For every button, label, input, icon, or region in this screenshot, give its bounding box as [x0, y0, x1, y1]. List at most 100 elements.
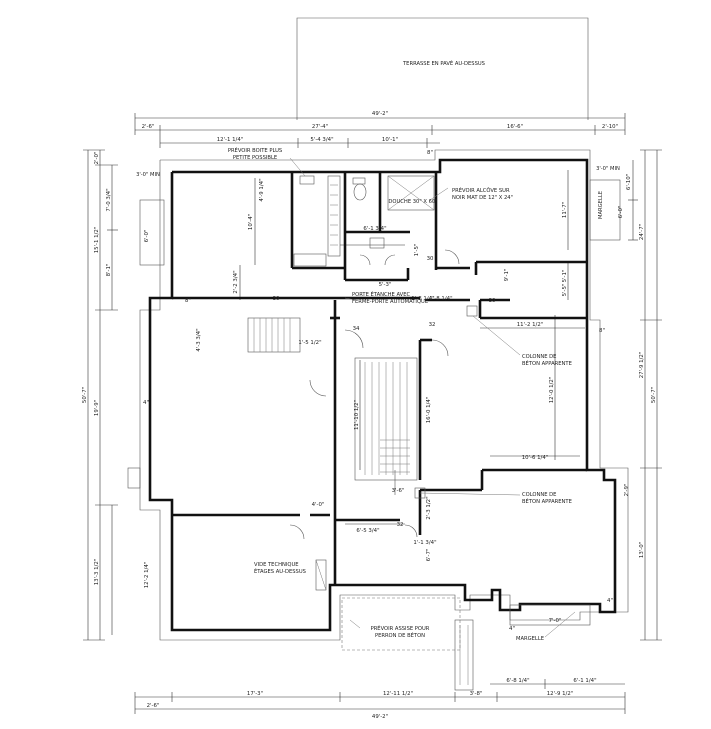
dim-top-c: 16'-6"	[507, 124, 523, 130]
dim-in-y: 1'-5"	[414, 244, 420, 257]
terrace-outline	[296, 17, 589, 120]
stairs-main	[354, 357, 418, 495]
dim-left-total: 50'-7"	[82, 387, 88, 403]
dim-in-n: 3'-6"	[392, 488, 405, 494]
dim-in-g: 5'-1"	[562, 270, 568, 283]
dim-in-p: 1'-5 1/2"	[298, 340, 321, 346]
dim-32a: 32	[429, 322, 436, 328]
well-bottom-label: MARGELLE	[516, 636, 544, 642]
dim-bot-a: 2'-6"	[147, 703, 160, 709]
dim-8b: 8"	[599, 328, 605, 334]
base-note-1: PRÉVOIR ASSISE POUR	[371, 624, 430, 632]
alcove-note-1: PRÉVOIR ALCÔVE SUR	[452, 186, 510, 194]
box-note-2: PETITE POSSIBLE	[233, 155, 277, 161]
dim-left-a: 2'-0"	[94, 152, 100, 165]
dim-in-m: 16'-0 1/4"	[426, 397, 432, 424]
dim-left-d: 13'-3 1/2"	[94, 559, 100, 586]
dimension-lines	[83, 113, 662, 714]
dim-in-e: 5'-3"	[379, 282, 392, 288]
box-note-1: PRÉVOIR BOITE PLUS	[228, 146, 282, 154]
dimension-texts: 49'-2" 2'-6" 27'-4" 16'-6" 2'-10" 12'-1 …	[82, 111, 657, 720]
dim-4c: 4"	[509, 626, 515, 632]
dim-in-d: 6'-1 3/4"	[363, 226, 386, 232]
dim-in-q: 4'-0"	[312, 502, 325, 508]
dim-in-h: 5'-5"	[562, 284, 568, 297]
terrace-label: TERRASSE EN PAVÉ AU-DESSUS	[402, 59, 485, 67]
shower-label: DOUCHE 30" X 60"	[388, 199, 437, 205]
dim-in-r: 6'-5 3/4"	[356, 528, 379, 534]
dim-right-e: 13'-0"	[639, 542, 645, 558]
stairs-secondary	[247, 317, 301, 353]
dim-34: 34	[353, 326, 360, 332]
dim-left-b: 15'-1 1/2"	[94, 227, 100, 254]
dim-in-c: 2'-2 3/4"	[233, 270, 239, 293]
dim-bot-e: 12'-9 1/2"	[547, 691, 574, 697]
dim-left-h: 12'-2 1/4"	[144, 562, 150, 589]
dim-in-t: 1'-1 3/4"	[413, 540, 436, 546]
dim-4a: 4"	[143, 400, 149, 406]
well-right-label: MARGELLE	[598, 191, 604, 219]
alcove-note-2: NOIR MAT DE 12" X 24"	[452, 195, 513, 201]
column-note-2b: BÉTON APPARENTE	[522, 497, 572, 505]
dim-right-c: 24'-7"	[639, 224, 645, 240]
dim-top-e: 12'-1 1/4"	[217, 137, 244, 143]
dim-top-g: 10'-1"	[382, 137, 398, 143]
dim-32b: 32	[397, 522, 404, 528]
dim-30b: 30	[489, 298, 496, 304]
base-note-2: PERRON DE BÉTON	[375, 631, 425, 639]
dim-bot-g: 6'-1 1/4"	[573, 678, 596, 684]
dim-bot-h: 7'-0"	[549, 618, 562, 624]
dim-in-f: 11'-7"	[562, 202, 568, 218]
notes: TERRASSE EN PAVÉ AU-DESSUS PRÉVOIR BOITE…	[136, 59, 620, 642]
interior-walls	[172, 172, 587, 585]
column-note-1b: BÉTON APPARENTE	[522, 359, 572, 367]
dim-in-i: 11'-2 1/2"	[517, 322, 544, 328]
well-top-min: 3'-0" MIN	[596, 166, 620, 172]
dim-in-b: 4'-9 1/4"	[259, 178, 265, 201]
dim-right-total: 50'-7"	[651, 387, 657, 403]
dim-bot-c: 12'-11 1/2"	[383, 691, 413, 697]
dim-in-k: 10'-6 1/4"	[522, 455, 549, 461]
dim-right-f: 2'-9"	[624, 484, 630, 497]
dim-4b: 4"	[607, 598, 613, 604]
dim-right-b: 6'-0"	[618, 206, 624, 219]
dim-bot-f: 6'-8 1/4"	[506, 678, 529, 684]
dim-top-f: 5'-4 3/4"	[310, 137, 333, 143]
dim-top-b: 27'-4"	[312, 124, 328, 130]
dim-left-f: 6'-0"	[144, 230, 150, 243]
dim-in-a: 10'-4"	[248, 214, 254, 230]
column-note-1a: COLONNE DE	[522, 354, 556, 360]
dim-in-x: 9'-1"	[504, 269, 510, 282]
dim-in-l: 11'-10 1/2"	[354, 400, 360, 430]
dim-top-a: 2'-6"	[142, 124, 155, 130]
door-note-2: FERME-PORTE AUTOMATIQUE	[352, 299, 428, 305]
dim-bot-b: 17'-3"	[247, 691, 263, 697]
void-note-1: VIDE TECHNIQUE	[254, 562, 299, 568]
dim-in-u: 6'-7"	[426, 549, 432, 562]
void-note-2: ÉTAGES AU-DESSUS	[254, 567, 306, 575]
dim-in-j: 12'-0 1/2"	[549, 377, 555, 404]
dim-top-total: 49'-2"	[372, 111, 388, 117]
dim-8a: 8"	[185, 298, 191, 304]
dim-30a: 30	[273, 296, 280, 302]
dim-right-d: 27'-9 1/2"	[639, 352, 645, 379]
dim-bot-d: 3'-8"	[470, 691, 483, 697]
dim-30c: 30	[427, 256, 434, 262]
leader-lines	[289, 157, 576, 638]
dim-in-s: 2'-3 1/2"	[426, 496, 432, 519]
fixtures	[127, 175, 621, 691]
column-note-2a: COLONNE DE	[522, 492, 556, 498]
door-note-1: PORTE ÉTANCHE AVEC	[352, 290, 410, 298]
dim-top-d: 2'-10"	[602, 124, 618, 130]
dim-bot-total: 49'-2"	[372, 714, 388, 720]
dim-in-v: 1'-8 1/4"	[411, 296, 434, 302]
dim-in-o: 4'-3 3/4"	[196, 328, 202, 351]
dim-left-g: 8'-1"	[106, 264, 112, 277]
dim-right-a: 6'-10"	[626, 174, 632, 190]
door-swings	[289, 249, 460, 540]
well-left-min: 3'-0" MIN	[136, 172, 160, 178]
dim-top-h: 8"	[427, 150, 433, 156]
dim-left-e: 7'-0 3/4"	[106, 188, 112, 211]
dim-in-w: 1'-8 1/4"	[429, 296, 452, 302]
